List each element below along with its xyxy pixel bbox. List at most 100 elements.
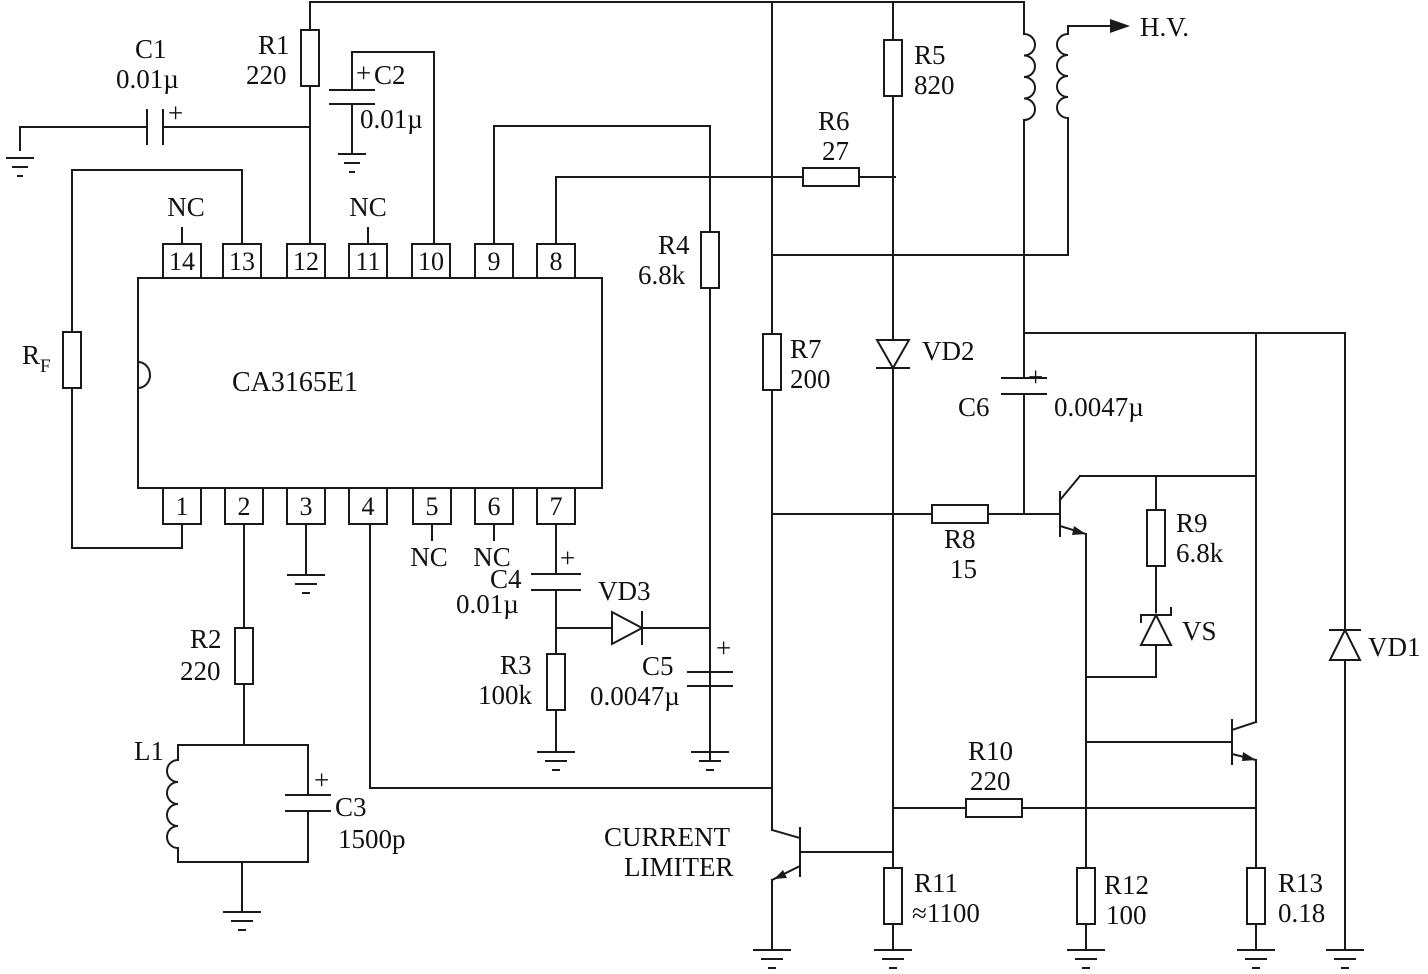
c6-name: C6 [958,392,990,422]
c1-name: C1 [135,34,167,64]
transformer-secondary [1056,32,1070,120]
pin-label: 14 [169,247,195,276]
diode-vd2 [875,339,911,371]
ic-pin-12: 12 [286,243,326,279]
capacitor-c4 [531,573,581,591]
r3-name: R3 [500,650,532,680]
nc-label-5: NC [410,542,448,572]
pin-label: 13 [229,247,255,276]
ground-symbols [6,153,1364,969]
r8-value: 15 [950,554,977,584]
r12-name: R12 [1104,870,1149,900]
resistor-rf [62,331,82,389]
ic-ca3165e1: CA3165E1 14 13 12 11 10 9 8 1 2 3 4 5 6 … [136,192,603,572]
resistor-r4 [700,231,720,289]
r4-name: R4 [658,230,690,260]
ground-icon [1326,949,1364,969]
resistor-r6 [802,167,860,187]
r13-value: 0.18 [1278,898,1325,928]
r7-name: R7 [790,334,822,364]
transistor-q3 [1230,719,1258,765]
ground-icon [287,574,325,594]
ic-pin-7: 7 [536,487,576,525]
transistor-current-limiter [770,827,802,882]
pin-label: 1 [176,492,189,521]
r2-value: 220 [180,656,221,686]
r1-value: 220 [246,60,287,90]
resistor-r3 [546,653,566,711]
c1-value: 0.01µ [116,64,179,94]
nc-label-11: NC [349,192,387,222]
ground-icon [1067,949,1105,969]
ground-icon [338,153,366,173]
plus-sign: + [1028,362,1043,392]
r12-value: 100 [1106,900,1147,930]
ic-pin-4: 4 [348,487,388,525]
pin-label: 8 [550,247,563,276]
ic-pin-10: 10 [411,243,451,279]
diode-vd1 [1328,627,1362,661]
ground-icon [691,751,729,771]
transistor-q2 [1058,474,1088,537]
r11-name: R11 [914,868,958,898]
ground-icon [753,949,791,969]
nc-label-14: NC [167,192,205,222]
c5-value: 0.0047µ [590,681,680,711]
pin-label: 3 [300,492,313,521]
plus-sign: + [560,543,575,573]
zener-vs [1139,607,1173,646]
r10-value: 220 [970,766,1011,796]
diode-vd3 [611,610,645,646]
resistor-r12 [1076,867,1096,925]
r6-name: R6 [818,106,850,136]
r5-value: 820 [914,70,955,100]
capacitor-c5 [687,671,733,687]
rf-name: RF [22,340,51,377]
nc-label-6: NC [473,542,511,572]
pin-label: 4 [362,492,375,521]
r4-value: 6.8k [638,260,686,290]
ic-pin-8: 8 [536,243,576,279]
plus-sign: + [314,765,329,795]
capacitor-c3 [285,794,331,812]
plus-sign: + [168,98,183,128]
wiring [19,1,1346,951]
transformer-primary [1022,32,1036,122]
ic-name: CA3165E1 [232,367,358,398]
ic-pin-5: 5 [412,487,452,525]
hv-output-line [1067,25,1111,35]
diodes [611,339,1362,661]
capacitor-c2 [329,89,375,105]
r8-name: R8 [944,524,976,554]
c5-name: C5 [642,651,674,681]
resistor-r1 [300,29,320,87]
r1-name: R1 [258,30,290,60]
pin-label: 7 [550,492,563,521]
arrow-icon [1072,526,1086,535]
resistor-r7 [762,333,782,391]
capacitor-c6 [1001,377,1047,395]
capacitor-c1 [146,109,164,145]
ic-pin-3: 3 [286,487,326,525]
resistor-r2 [234,627,254,685]
current-limiter-line1: CURRENT [604,822,731,852]
c3-value: 1500p [338,824,406,854]
capacitors: + + + + + + [146,58,1047,812]
vd1-name: VD1 [1368,632,1421,662]
plus-sign: + [356,58,371,88]
r9-value: 6.8k [1176,538,1224,568]
resistor-r9 [1146,509,1166,567]
inductors [166,19,1130,850]
resistors [62,29,1266,925]
resistor-r8 [931,504,989,524]
c4-name: C4 [490,564,522,594]
c4-value: 0.01µ [456,589,519,619]
c2-name: C2 [374,60,406,90]
resistor-r11 [883,867,903,925]
arrow-icon [1242,752,1256,761]
r10-name: R10 [968,736,1013,766]
l1-name: L1 [134,736,164,766]
pin-label: 5 [426,492,439,521]
r9-name: R9 [1176,508,1208,538]
